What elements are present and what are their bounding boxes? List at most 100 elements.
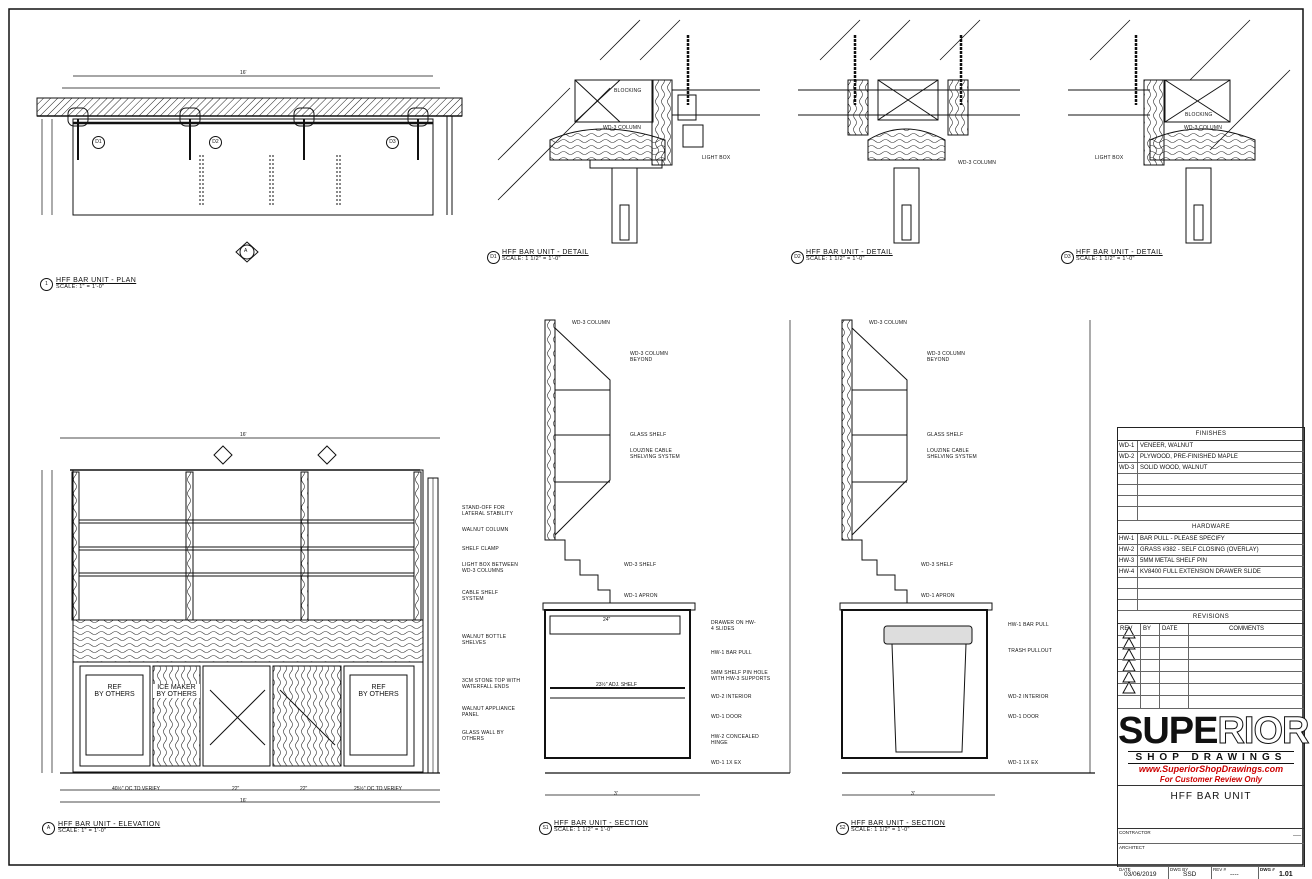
drawn-value: SSD xyxy=(1183,871,1197,878)
d2-note-0: WD-3 COLUMN xyxy=(958,160,997,166)
elevation-scale: SCALE: 1" = 1'-0" xyxy=(58,828,107,834)
finish-code: WD-2 xyxy=(1118,452,1138,462)
s2-note-upper-0: WD-3 COLUMN xyxy=(869,320,908,326)
plan-view xyxy=(36,75,463,263)
s1-note-upper-3: LOUZINE CABLE SHELVING SYSTEM xyxy=(630,448,680,460)
d3-view-number: D3 xyxy=(1061,251,1074,264)
s1-width-dim: 24" xyxy=(603,617,611,623)
detail-d1-view xyxy=(497,19,760,244)
section-s1-view xyxy=(542,319,791,796)
finish-row-empty xyxy=(1118,507,1304,521)
elevation-view-number: A xyxy=(42,822,55,835)
finishes-header: FINISHES xyxy=(1118,428,1304,441)
finish-row-empty xyxy=(1118,474,1304,485)
hardware-desc: KV8400 FULL EXTENSION DRAWER SLIDE xyxy=(1140,569,1261,575)
elevation-title: HFF BAR UNIT - ELEVATION xyxy=(58,821,161,828)
s1-note-upper-5: WD-1 APRON xyxy=(624,593,658,599)
hardware-row-empty xyxy=(1118,578,1304,589)
revision-row xyxy=(1118,684,1304,696)
revision-row xyxy=(1118,648,1304,660)
s2-note-upper-1: WD-3 COLUMN BEYOND xyxy=(927,351,966,363)
rev-col-comments: COMMENTS xyxy=(1229,626,1264,632)
s1-note-lower-2: 5MM SHELF PIN HOLE WITH HW-3 SUPPORTS xyxy=(711,670,771,682)
elev-note-1: WALNUT COLUMN xyxy=(462,527,509,533)
hardware-desc: 5MM METAL SHELF PIN xyxy=(1140,558,1208,564)
elev-note-0: STAND-OFF FOR LATERAL STABILITY xyxy=(462,505,514,517)
elevation-view xyxy=(41,437,440,803)
d3-note-2: LIGHT BOX xyxy=(1095,155,1124,161)
hardware-code: HW-4 xyxy=(1118,567,1138,577)
d3-title-block: HFF BAR UNIT - DETAIL SCALE: 1 1/2" = 1'… xyxy=(1076,249,1163,262)
contractor-label: CONTRACTOR xyxy=(1119,830,1151,835)
d3-title: HFF BAR UNIT - DETAIL xyxy=(1076,249,1163,256)
elev-note-7: WALNUT APPLIANCE PANEL xyxy=(462,706,516,718)
s1-bottom-dim: 3' xyxy=(614,791,618,797)
s1-note-lower-0: DRAWER ON HW-4 SLIDES xyxy=(711,620,756,632)
s1-shelf-note: 23½" ADJ. SHELF xyxy=(596,682,637,688)
contractor-value: ---- xyxy=(1293,833,1301,839)
date-label: DATE xyxy=(1119,867,1131,872)
drawn-label: DWG BY xyxy=(1170,867,1189,872)
finish-desc: PLYWOOD, PRE-FINISHED MAPLE xyxy=(1140,454,1238,460)
date-value: 03/06/2019 xyxy=(1124,871,1157,878)
d2-title: HFF BAR UNIT - DETAIL xyxy=(806,249,893,256)
logo-word-1: SUPE xyxy=(1118,710,1218,752)
elev-note-4: CABLE SHELF SYSTEM xyxy=(462,590,499,602)
finish-row-empty xyxy=(1118,496,1304,507)
s1-note-upper-2: GLASS SHELF xyxy=(630,432,667,438)
d1-title: HFF BAR UNIT - DETAIL xyxy=(502,249,589,256)
rev-col-by: BY xyxy=(1141,624,1160,635)
plan-overall-dim: 16' xyxy=(240,70,247,76)
finish-desc: VENEER, WALNUT xyxy=(1140,443,1194,449)
plan-scale: SCALE: 1" = 1'-0" xyxy=(56,284,105,290)
d1-note-2: LIGHT BOX xyxy=(702,155,731,161)
elev-bottom-dim-3: 25½" OC TO VERIFY xyxy=(354,786,402,792)
s1-scale: SCALE: 1 1/2" = 1'-0" xyxy=(554,827,613,833)
s2-note-lower-2: WD-2 INTERIOR xyxy=(1008,694,1049,700)
finish-desc: SOLID WOOD, WALNUT xyxy=(1140,465,1208,471)
elev-note-3: LIGHT BOX BETWEEN WD-3 COLUMNS xyxy=(462,562,519,574)
s2-view-number: S2 xyxy=(836,822,849,835)
logo-word-2: RIOR xyxy=(1217,710,1310,752)
s2-note-lower-3: WD-1 DOOR xyxy=(1008,714,1039,720)
plan-elev-tag: A xyxy=(244,248,248,254)
s1-note-upper-0: WD-3 COLUMN xyxy=(572,320,611,326)
hardware-desc: GRASS #382 - SELF CLOSING (OVERLAY) xyxy=(1140,547,1259,553)
elev-bottom-dim-2: 22" xyxy=(300,786,308,792)
s2-note-upper-4: WD-3 SHELF xyxy=(921,562,954,568)
project-title: HFF BAR UNIT xyxy=(1118,786,1304,829)
d1-note-1: WD-3 COLUMN xyxy=(603,125,642,131)
detail-d2-view xyxy=(798,19,1020,244)
s1-note-lower-5: HW-2 CONCEALED HINGE xyxy=(711,734,759,746)
detail-d3-view xyxy=(1068,19,1291,244)
s1-note-upper-4: WD-3 SHELF xyxy=(624,562,657,568)
s2-note-upper-5: WD-1 APRON xyxy=(921,593,955,599)
s1-note-lower-6: WD-1 1X EX xyxy=(711,760,742,766)
hardware-code: HW-1 xyxy=(1118,534,1138,544)
architect-row: ARCHITECT xyxy=(1118,844,1304,867)
section-s2-view xyxy=(839,319,1095,796)
finish-code: WD-3 xyxy=(1118,463,1138,473)
rev-col-date: DATE xyxy=(1160,624,1189,635)
elev-note-5: WALNUT BOTTLE SHELVES xyxy=(462,634,507,646)
finish-code: WD-1 xyxy=(1118,441,1138,451)
s2-scale: SCALE: 1 1/2" = 1'-0" xyxy=(851,827,910,833)
revision-row xyxy=(1118,672,1304,684)
revision-row xyxy=(1118,696,1304,709)
s1-title-block: HFF BAR UNIT - SECTION SCALE: 1 1/2" = 1… xyxy=(554,820,648,833)
s1-note-lower-1: HW-1 BAR PULL xyxy=(711,650,752,656)
d3-note-1: WD-3 COLUMN xyxy=(1184,125,1223,131)
company-logo: SUPERIOR SHOP DRAWINGS www.SuperiorShopD… xyxy=(1118,709,1310,786)
d3-note-0: BLOCKING xyxy=(1185,112,1213,118)
plan-title-block: HFF BAR UNIT - PLAN SCALE: 1" = 1'-0" xyxy=(56,277,136,290)
s1-note-lower-4: WD-1 DOOR xyxy=(711,714,742,720)
s2-note-lower-0: HW-1 BAR PULL xyxy=(1008,622,1049,628)
icemaker-label: ICE MAKER BY OTHERS xyxy=(153,684,200,698)
s1-note-lower-3: WD-2 INTERIOR xyxy=(711,694,752,700)
